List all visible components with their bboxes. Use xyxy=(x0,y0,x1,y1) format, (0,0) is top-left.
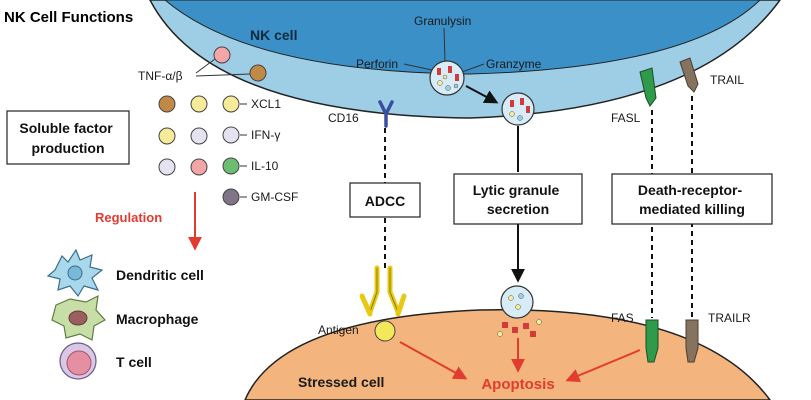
legend-label: XCL1 xyxy=(251,97,281,111)
soluble-factor-box xyxy=(6,110,130,165)
fas-receptor-icon xyxy=(645,319,659,363)
antigen-ball xyxy=(374,320,396,342)
cytokine-ball xyxy=(190,95,208,113)
nk-cell-nucleus xyxy=(164,0,761,75)
death-apoptosis-arrow xyxy=(565,349,641,383)
cd16-label: CD16 xyxy=(328,111,359,125)
trailr-label: TRAILR xyxy=(708,311,751,325)
released-granule-icon xyxy=(497,285,542,337)
dendritic-cell-icon xyxy=(46,248,104,298)
tnf-pointer-b xyxy=(195,73,251,77)
granzyme-label: Granzyme xyxy=(486,57,542,71)
legend-swatch-il-10 xyxy=(222,157,240,175)
cd16-receptor-icon xyxy=(378,100,394,128)
macrophage-label: Macrophage xyxy=(116,311,199,327)
docked-granule-icon xyxy=(501,92,535,126)
stressed-cell-label: Stressed cell xyxy=(298,374,384,390)
tnf-pointer-a xyxy=(195,58,216,74)
dendritic-cell-label: Dendritic cell xyxy=(116,267,204,283)
trail-ligand-icon xyxy=(679,57,699,93)
t-cell-label: T cell xyxy=(116,354,152,370)
cytokine-ball xyxy=(158,158,176,176)
death-receptor-label: Death-receptor- mediated killing xyxy=(638,182,746,217)
lytic-granule-box xyxy=(453,173,583,225)
legend-swatch-ifn- xyxy=(222,126,240,144)
cytokine-ball xyxy=(190,127,208,145)
legend-label: GM-CSF xyxy=(251,190,298,204)
granzyme-pointer xyxy=(461,63,485,73)
legend-label: IL-10 xyxy=(251,159,279,173)
macrophage-icon xyxy=(51,294,106,341)
granule-move-arrow xyxy=(465,85,499,104)
fas-label: FAS xyxy=(611,311,634,325)
death-receptor-box xyxy=(611,173,773,225)
adcc-apoptosis-arrow xyxy=(399,341,468,380)
legend-label: IFN-γ xyxy=(251,128,280,142)
regulation-label: Regulation xyxy=(95,210,162,225)
cytokine-ball xyxy=(158,95,176,113)
perforin-pointer xyxy=(403,63,433,71)
nk-cell-label: NK cell xyxy=(250,27,297,43)
antigen-label: Antigen xyxy=(318,323,359,337)
tnf-beta-ball xyxy=(249,64,267,82)
diagram-title: NK Cell Functions xyxy=(4,9,133,26)
lytic-granule-icon xyxy=(429,60,465,96)
cytokine-ball xyxy=(158,127,176,145)
legend-swatch-xcl1 xyxy=(222,95,240,113)
fasl-ligand-icon xyxy=(639,67,657,107)
cytokine-ball xyxy=(190,158,208,176)
lytic-granule-label: Lytic granule secretion xyxy=(473,182,564,217)
apoptosis-label: Apoptosis xyxy=(481,376,554,393)
trail-label: TRAIL xyxy=(710,73,744,87)
granulysin-pointer xyxy=(443,27,446,63)
granulysin-label: Granulysin xyxy=(414,14,471,28)
t-cell-icon xyxy=(59,342,97,380)
antibody-icon xyxy=(359,265,407,317)
fasl-label: FASL xyxy=(611,111,641,125)
perforin-label: Perforin xyxy=(356,57,398,71)
tnf-label: TNF-α/β xyxy=(138,69,183,83)
legend-swatch-gm-csf xyxy=(222,188,240,206)
tnf-alpha-ball xyxy=(213,46,231,64)
adcc-label: ADCC xyxy=(365,193,405,209)
trailr-receptor-icon xyxy=(685,319,699,363)
soluble-factor-label: Soluble factor production xyxy=(19,120,116,156)
adcc-box xyxy=(349,182,421,218)
